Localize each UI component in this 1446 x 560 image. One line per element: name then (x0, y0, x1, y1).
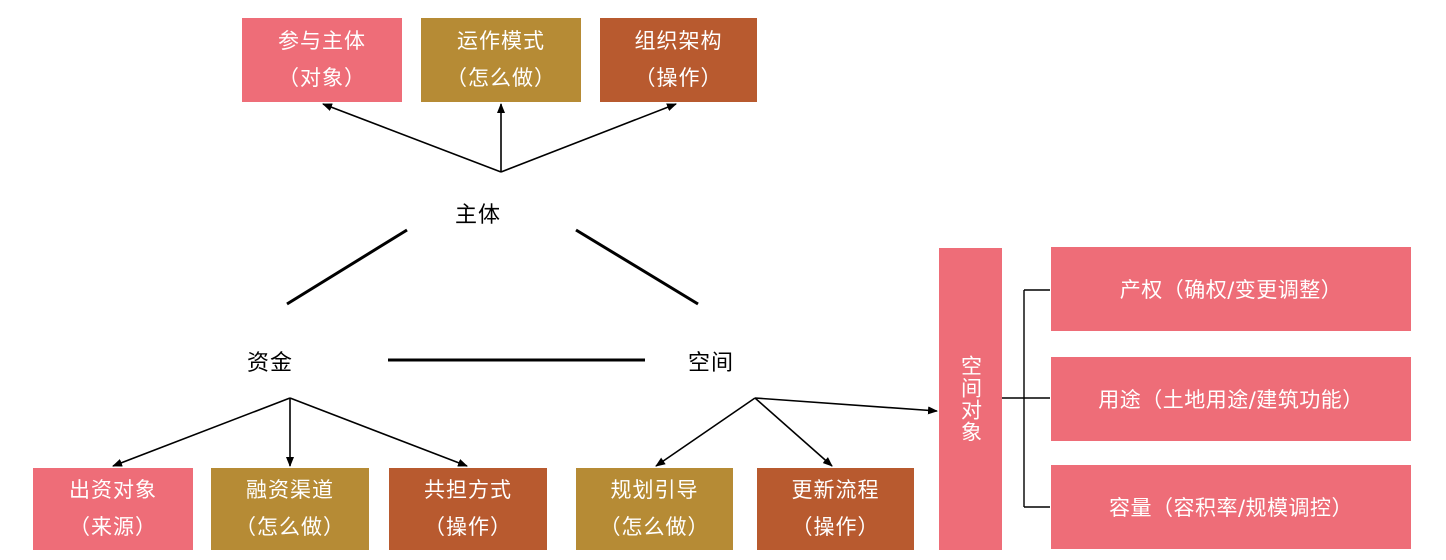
sharing-note: （操作） (424, 515, 512, 539)
ownership-label: 产权（确权/变更调整） (1119, 278, 1343, 302)
link-subject-funds (286, 228, 408, 306)
participants-box: 参与主体 （对象） (242, 18, 402, 102)
usage-label: 用途（土地用途/建筑功能） (1098, 388, 1364, 412)
space-node: 空间 (688, 351, 735, 376)
financing-title: 融资渠道 (246, 478, 334, 502)
capacity-box: 容量（容积率/规模调控） (1051, 465, 1411, 549)
organization-note: （操作） (634, 66, 723, 90)
arrow-subject-to-participants (322, 103, 502, 173)
capacity-label: 容量（容积率/规模调控） (1108, 496, 1354, 520)
space-object-label: 空间对象 (958, 355, 983, 443)
organization-box: 组织架构 （操作） (600, 18, 757, 102)
planning-box: 规划引导 （怎么做） (576, 468, 733, 550)
financing-box: 融资渠道 （怎么做） (211, 468, 369, 550)
ownership-box: 产权（确权/变更调整） (1051, 247, 1411, 331)
participants-note: （对象） (278, 66, 366, 90)
operation-mode-box: 运作模式 （怎么做） (421, 18, 581, 102)
subject-node: 主体 (455, 203, 502, 228)
space-object-box: 空间对象 (939, 248, 1002, 550)
organization-title: 组织架构 (634, 29, 723, 53)
planning-title: 规划引导 (610, 478, 699, 502)
financing-note: （怎么做） (235, 515, 345, 539)
link-subject-space (575, 228, 699, 306)
update-process-title: 更新流程 (791, 478, 880, 502)
investor-box: 出资对象 （来源） (33, 468, 193, 550)
investor-title: 出资对象 (69, 478, 157, 502)
sharing-title: 共担方式 (424, 478, 512, 502)
operation-mode-title: 运作模式 (457, 29, 545, 53)
operation-mode-note: （怎么做） (446, 66, 556, 90)
update-process-box: 更新流程 （操作） (757, 468, 914, 550)
investor-note: （来源） (69, 515, 157, 539)
arrow-funds-to-investor (112, 397, 291, 467)
arrow-space-to-process (754, 397, 833, 467)
arrow-space-to-object (754, 397, 938, 415)
usage-box: 用途（土地用途/建筑功能） (1051, 357, 1411, 441)
sharing-box: 共担方式 （操作） (389, 468, 547, 550)
planning-note: （怎么做） (599, 515, 710, 539)
funds-node: 资金 (247, 351, 294, 376)
participants-title: 参与主体 (278, 29, 366, 53)
arrow-subject-to-organization (500, 103, 677, 173)
update-process-note: （操作） (791, 515, 880, 539)
arrow-funds-to-sharing (289, 397, 468, 467)
arrow-space-to-planning (655, 397, 756, 467)
